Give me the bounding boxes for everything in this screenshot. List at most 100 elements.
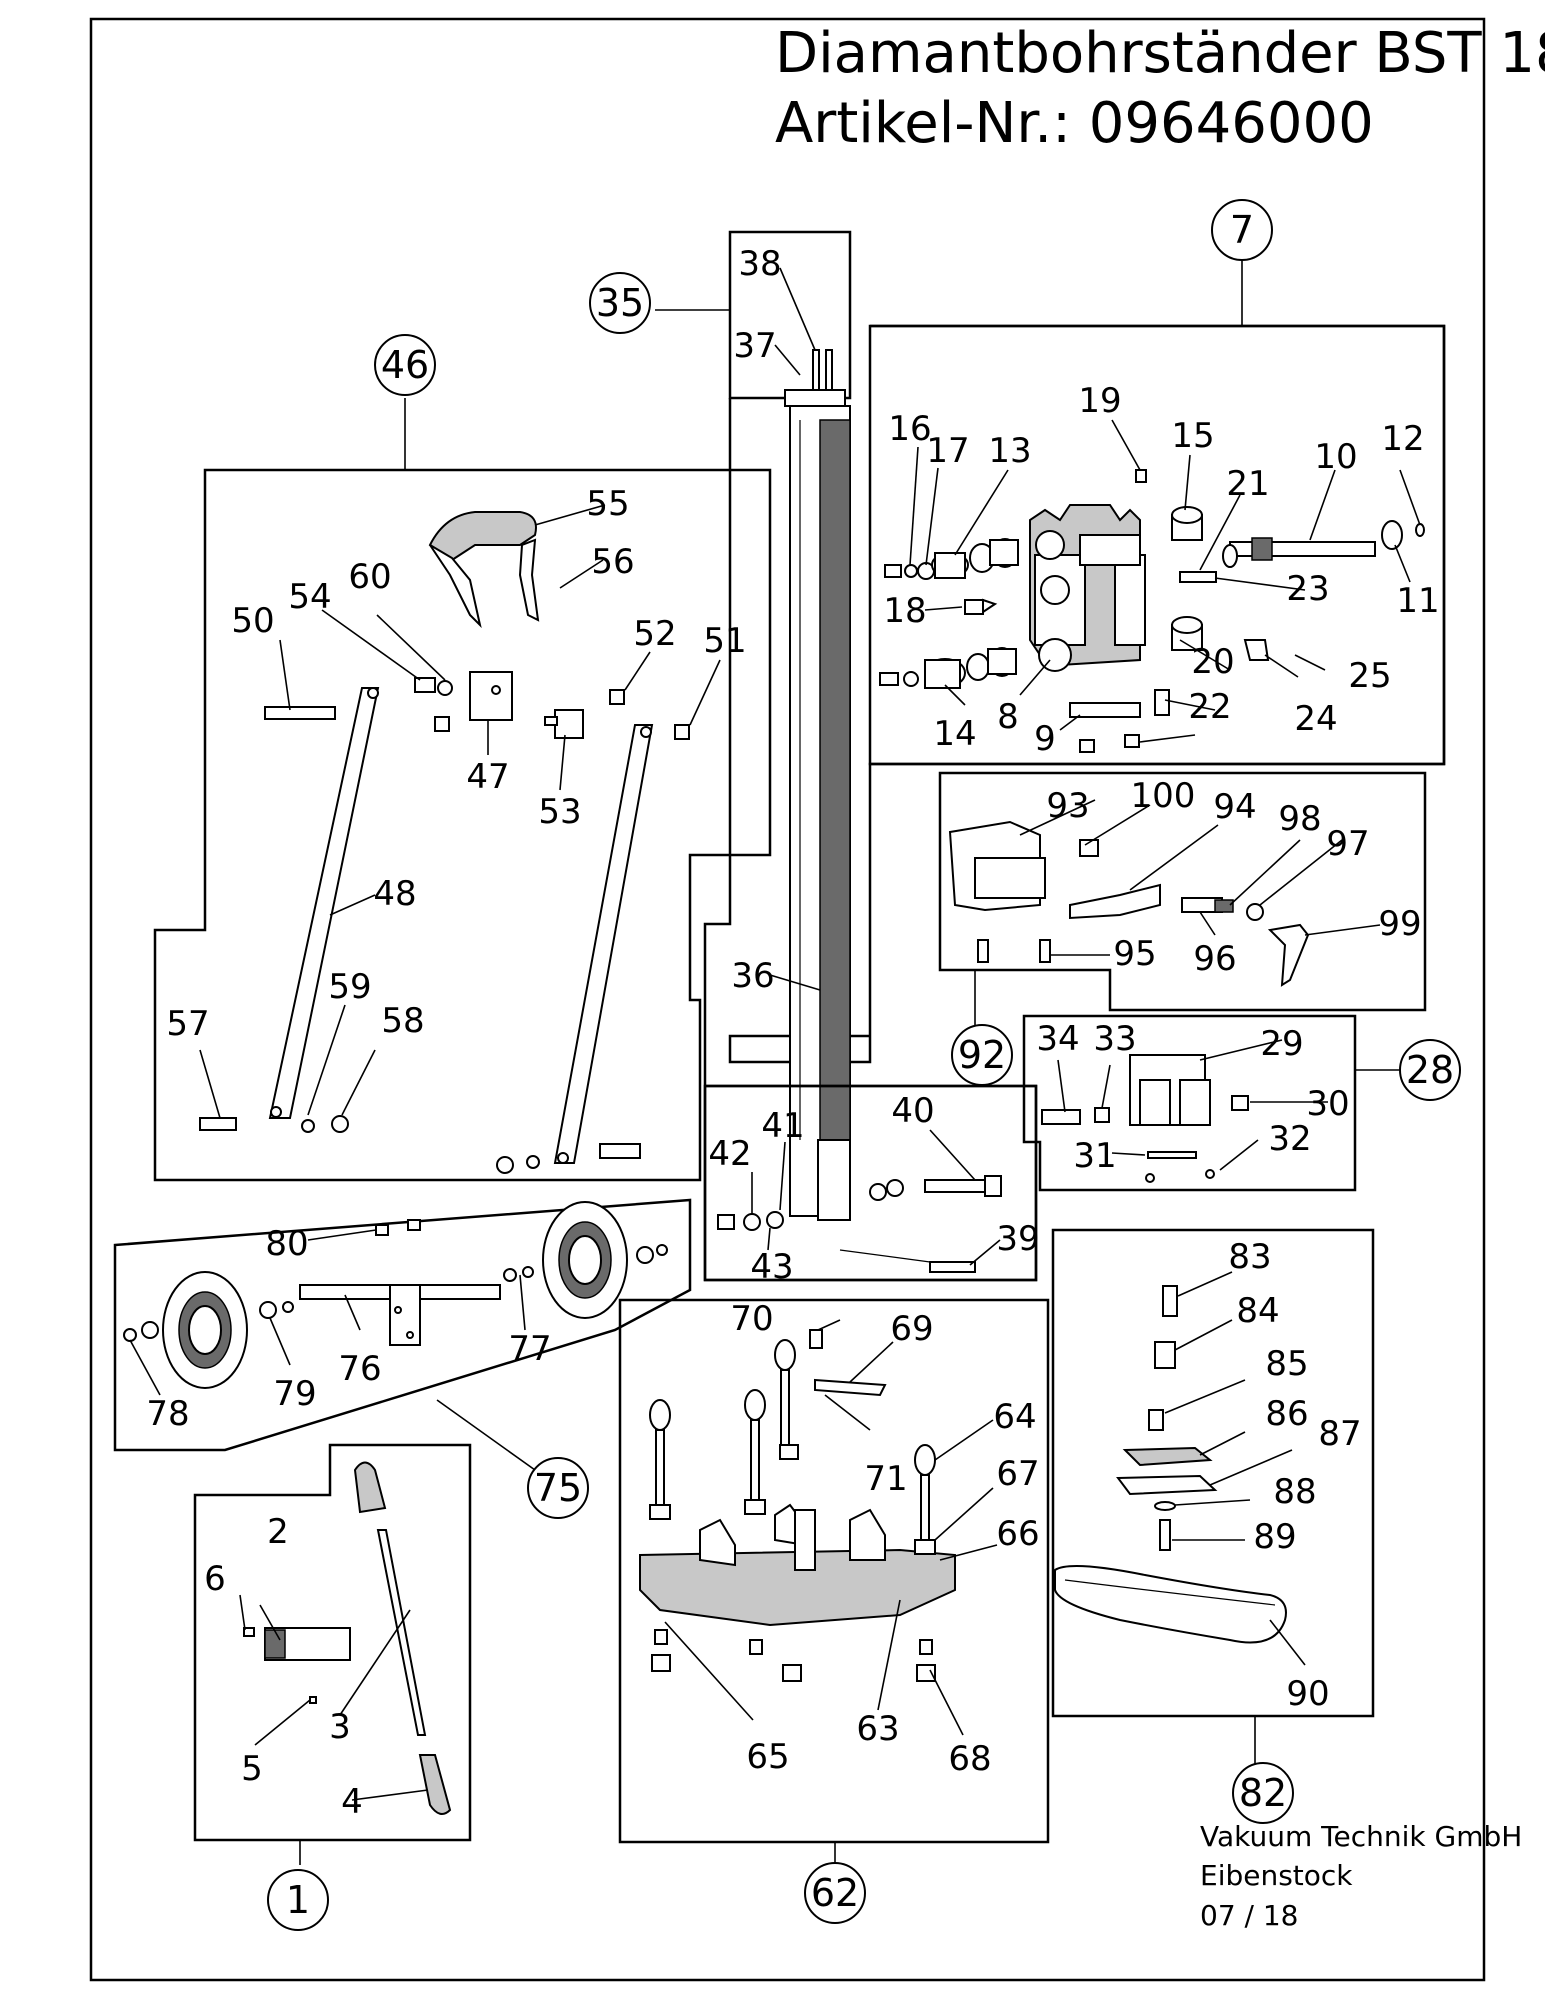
part-label-79: 79 <box>273 1374 316 1414</box>
part-label-21: 21 <box>1226 464 1269 504</box>
part-label-43: 43 <box>750 1247 793 1287</box>
part-label-36: 36 <box>731 956 774 996</box>
part-label-11: 11 <box>1396 581 1439 621</box>
part-label-67: 67 <box>996 1454 1039 1494</box>
part-label-38: 38 <box>738 244 781 284</box>
assembly-label-46: 46 <box>374 334 436 396</box>
svg-text:92: 92 <box>958 1033 1006 1077</box>
assembly-label-75: 75 <box>527 1457 589 1519</box>
part-label-96: 96 <box>1193 939 1236 979</box>
part-label-29: 29 <box>1260 1024 1303 1064</box>
assembly-label-35: 35 <box>589 272 651 334</box>
part-label-95: 95 <box>1113 934 1156 974</box>
part-label-64: 64 <box>993 1397 1036 1437</box>
wheel-right <box>503 1201 668 1319</box>
part-label-99: 99 <box>1378 904 1421 944</box>
part-label-25: 25 <box>1348 656 1391 696</box>
part-label-23: 23 <box>1286 569 1329 609</box>
drawing-frame <box>89 17 1486 1982</box>
part-label-86: 86 <box>1265 1394 1308 1434</box>
part-label-37: 37 <box>733 326 776 366</box>
wheel-left <box>123 1271 294 1389</box>
clamp-block <box>1041 1054 1249 1183</box>
part-label-22: 22 <box>1188 687 1231 727</box>
svg-text:75: 75 <box>534 1466 582 1510</box>
part-label-78: 78 <box>146 1394 189 1434</box>
clamp-parts <box>948 820 1310 987</box>
title-line-2: Artikel-Nr.: 09646000 <box>775 91 1374 156</box>
part-label-83: 83 <box>1228 1237 1271 1277</box>
part-label-98: 98 <box>1278 799 1321 839</box>
carriage-bushings <box>879 469 1270 753</box>
part-label-77: 77 <box>508 1329 551 1369</box>
part-label-65: 65 <box>746 1737 789 1777</box>
svg-text:62: 62 <box>811 1871 859 1915</box>
part-label-60: 60 <box>348 557 391 597</box>
part-label-19: 19 <box>1078 381 1121 421</box>
part-label-80: 80 <box>265 1224 308 1264</box>
base-plate <box>639 1329 956 1682</box>
part-labels: 2 3 4 5 6 8 9 10 11 12 13 14 15 16 17 18… <box>146 244 1439 1822</box>
part-label-93: 93 <box>1046 786 1089 826</box>
part-label-68: 68 <box>948 1739 991 1779</box>
title-line-1: Diamantbohrständer BST 182 VS <box>775 21 1545 86</box>
part-label-55: 55 <box>586 484 629 524</box>
handle-top <box>414 511 625 739</box>
assembly-box-82 <box>1051 1228 1375 1718</box>
handle-arms <box>199 687 690 1174</box>
assembly-box-46 <box>153 468 772 1182</box>
part-label-41: 41 <box>761 1106 804 1146</box>
assembly-label-28: 28 <box>1399 1039 1461 1101</box>
part-label-10: 10 <box>1314 437 1357 477</box>
part-label-84: 84 <box>1236 1291 1279 1331</box>
part-label-52: 52 <box>633 614 676 654</box>
svg-text:46: 46 <box>381 343 429 387</box>
part-label-54: 54 <box>288 577 331 617</box>
part-label-32: 32 <box>1268 1119 1311 1159</box>
part-label-20: 20 <box>1191 642 1234 682</box>
svg-text:1: 1 <box>286 1878 310 1922</box>
part-label-69: 69 <box>890 1309 933 1349</box>
svg-text:35: 35 <box>596 281 644 325</box>
pinion-shaft <box>1179 520 1425 583</box>
part-label-94: 94 <box>1213 787 1256 827</box>
svg-text:82: 82 <box>1239 1771 1287 1815</box>
part-label-33: 33 <box>1093 1019 1136 1059</box>
assembly-box-62 <box>618 1298 1050 1844</box>
footer-city: Eibenstock <box>1200 1859 1353 1892</box>
part-label-24: 24 <box>1294 699 1337 739</box>
part-label-9: 9 <box>1034 719 1056 759</box>
footer-date: 07 / 18 <box>1200 1899 1299 1932</box>
part-label-87: 87 <box>1318 1414 1361 1454</box>
part-label-3: 3 <box>329 1707 351 1747</box>
assembly-label-1: 1 <box>267 1869 329 1931</box>
part-label-59: 59 <box>328 967 371 1007</box>
carriage-housing <box>1029 504 1146 672</box>
part-label-8: 8 <box>997 697 1019 737</box>
part-label-53: 53 <box>538 792 581 832</box>
part-label-71: 71 <box>864 1459 907 1499</box>
part-label-14: 14 <box>933 714 976 754</box>
part-label-48: 48 <box>373 874 416 914</box>
part-label-2: 2 <box>267 1512 289 1552</box>
handle-lever <box>243 1461 452 1815</box>
part-label-16: 16 <box>888 409 931 449</box>
part-label-58: 58 <box>381 1001 424 1041</box>
part-label-97: 97 <box>1326 824 1369 864</box>
part-label-42: 42 <box>708 1134 751 1174</box>
assembly-box-1 <box>193 1443 472 1842</box>
part-label-31: 31 <box>1073 1136 1116 1176</box>
part-label-85: 85 <box>1265 1344 1308 1384</box>
part-label-6: 6 <box>204 1559 226 1599</box>
part-label-17: 17 <box>926 431 969 471</box>
part-label-66: 66 <box>996 1514 1039 1554</box>
assembly-label-7: 7 <box>1211 199 1273 261</box>
assembly-box-28 <box>1022 1014 1357 1192</box>
part-label-88: 88 <box>1273 1472 1316 1512</box>
leader-lines <box>129 267 1421 1801</box>
assembly-label-82: 82 <box>1232 1762 1294 1824</box>
part-label-4: 4 <box>341 1782 363 1822</box>
part-label-90: 90 <box>1286 1674 1329 1714</box>
assembly-box-75 <box>113 1198 692 1452</box>
column-fasteners <box>717 1175 1002 1273</box>
